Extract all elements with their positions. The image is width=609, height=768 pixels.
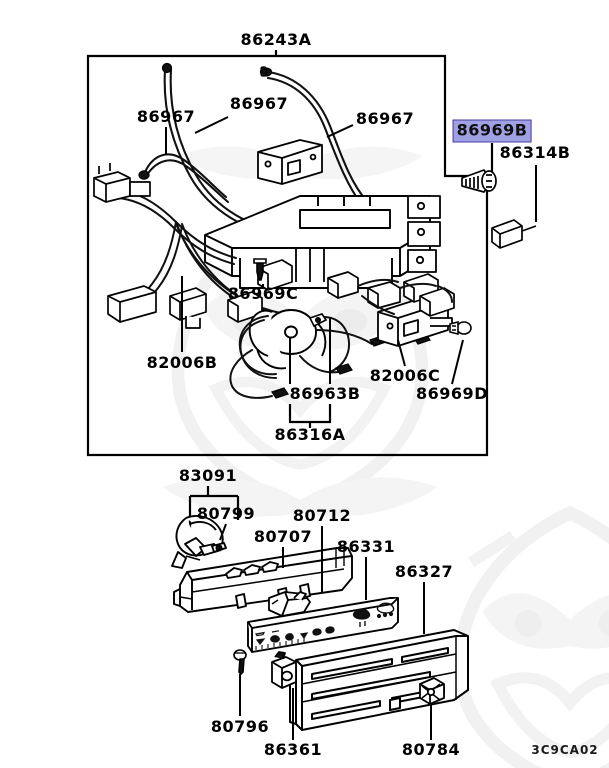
- part-number-label-86331: 86331: [336, 537, 396, 556]
- part-number-label-86969B[interactable]: 86969B: [452, 119, 532, 143]
- part-number-label-80784: 80784: [401, 740, 461, 759]
- harness-wires-right: [357, 278, 453, 315]
- screw-86969B: [461, 169, 497, 193]
- bracket-83091: [188, 486, 240, 530]
- grommet-80784: [419, 677, 445, 705]
- part-number-label-80707: 80707: [253, 527, 313, 546]
- screw-80796: [233, 649, 247, 675]
- part-number-label-80712: 80712: [292, 506, 352, 525]
- part-number-label-86361: 86361: [263, 740, 323, 759]
- screw-86969C: [253, 258, 267, 281]
- cable-end-fittings: [138, 62, 273, 180]
- part-number-label-86969D: 86969D: [416, 384, 488, 403]
- part-number-label-86963B: 86963B: [289, 384, 361, 403]
- resistor-wires: [229, 315, 373, 399]
- part-number-label-86967: 86967: [355, 109, 415, 128]
- connector-blocks-left: [93, 163, 207, 329]
- part-number-label-82006C: 82006C: [369, 366, 441, 385]
- part-number-label-86243A: 86243A: [240, 30, 312, 49]
- figure-code: 3C9CA02: [531, 743, 599, 757]
- leader-80799: [219, 523, 227, 541]
- bracket-86316A: [288, 404, 332, 428]
- bulb-socket-80799: [171, 515, 227, 569]
- light-guide-80707: [173, 547, 353, 613]
- part-number-label-86967: 86967: [136, 107, 196, 126]
- part-number-label-86967: 86967: [229, 94, 289, 113]
- connector-blocks-right: [367, 273, 455, 317]
- bracket-86963B: [289, 318, 331, 384]
- leaders-86967: [165, 116, 354, 155]
- part-number-label-86316A: 86316A: [274, 425, 346, 444]
- part-number-label-80796: 80796: [210, 717, 270, 736]
- part-number-label-86327: 86327: [394, 562, 454, 581]
- part-number-label-80799: 80799: [196, 504, 256, 523]
- heater-control-unit-body: [204, 195, 431, 289]
- knob-86361: [271, 651, 297, 689]
- clip-small: [308, 313, 328, 328]
- screw-86969D: [449, 320, 472, 336]
- part-number-label-83091: 83091: [178, 466, 238, 485]
- control-panel-garnish-86327: [289, 629, 469, 731]
- clip-86314B: [491, 219, 537, 249]
- part-number-label-86314B: 86314B: [499, 143, 571, 162]
- part-number-label-86969C: 86969C: [227, 284, 299, 303]
- heater-unit-brackets: [295, 195, 441, 282]
- switch-block: [257, 139, 323, 185]
- background-watermark: [460, 513, 609, 768]
- hvac-icon-row: [255, 602, 395, 650]
- clip-80712: [268, 591, 311, 617]
- part-number-label-82006B: 82006B: [146, 353, 218, 372]
